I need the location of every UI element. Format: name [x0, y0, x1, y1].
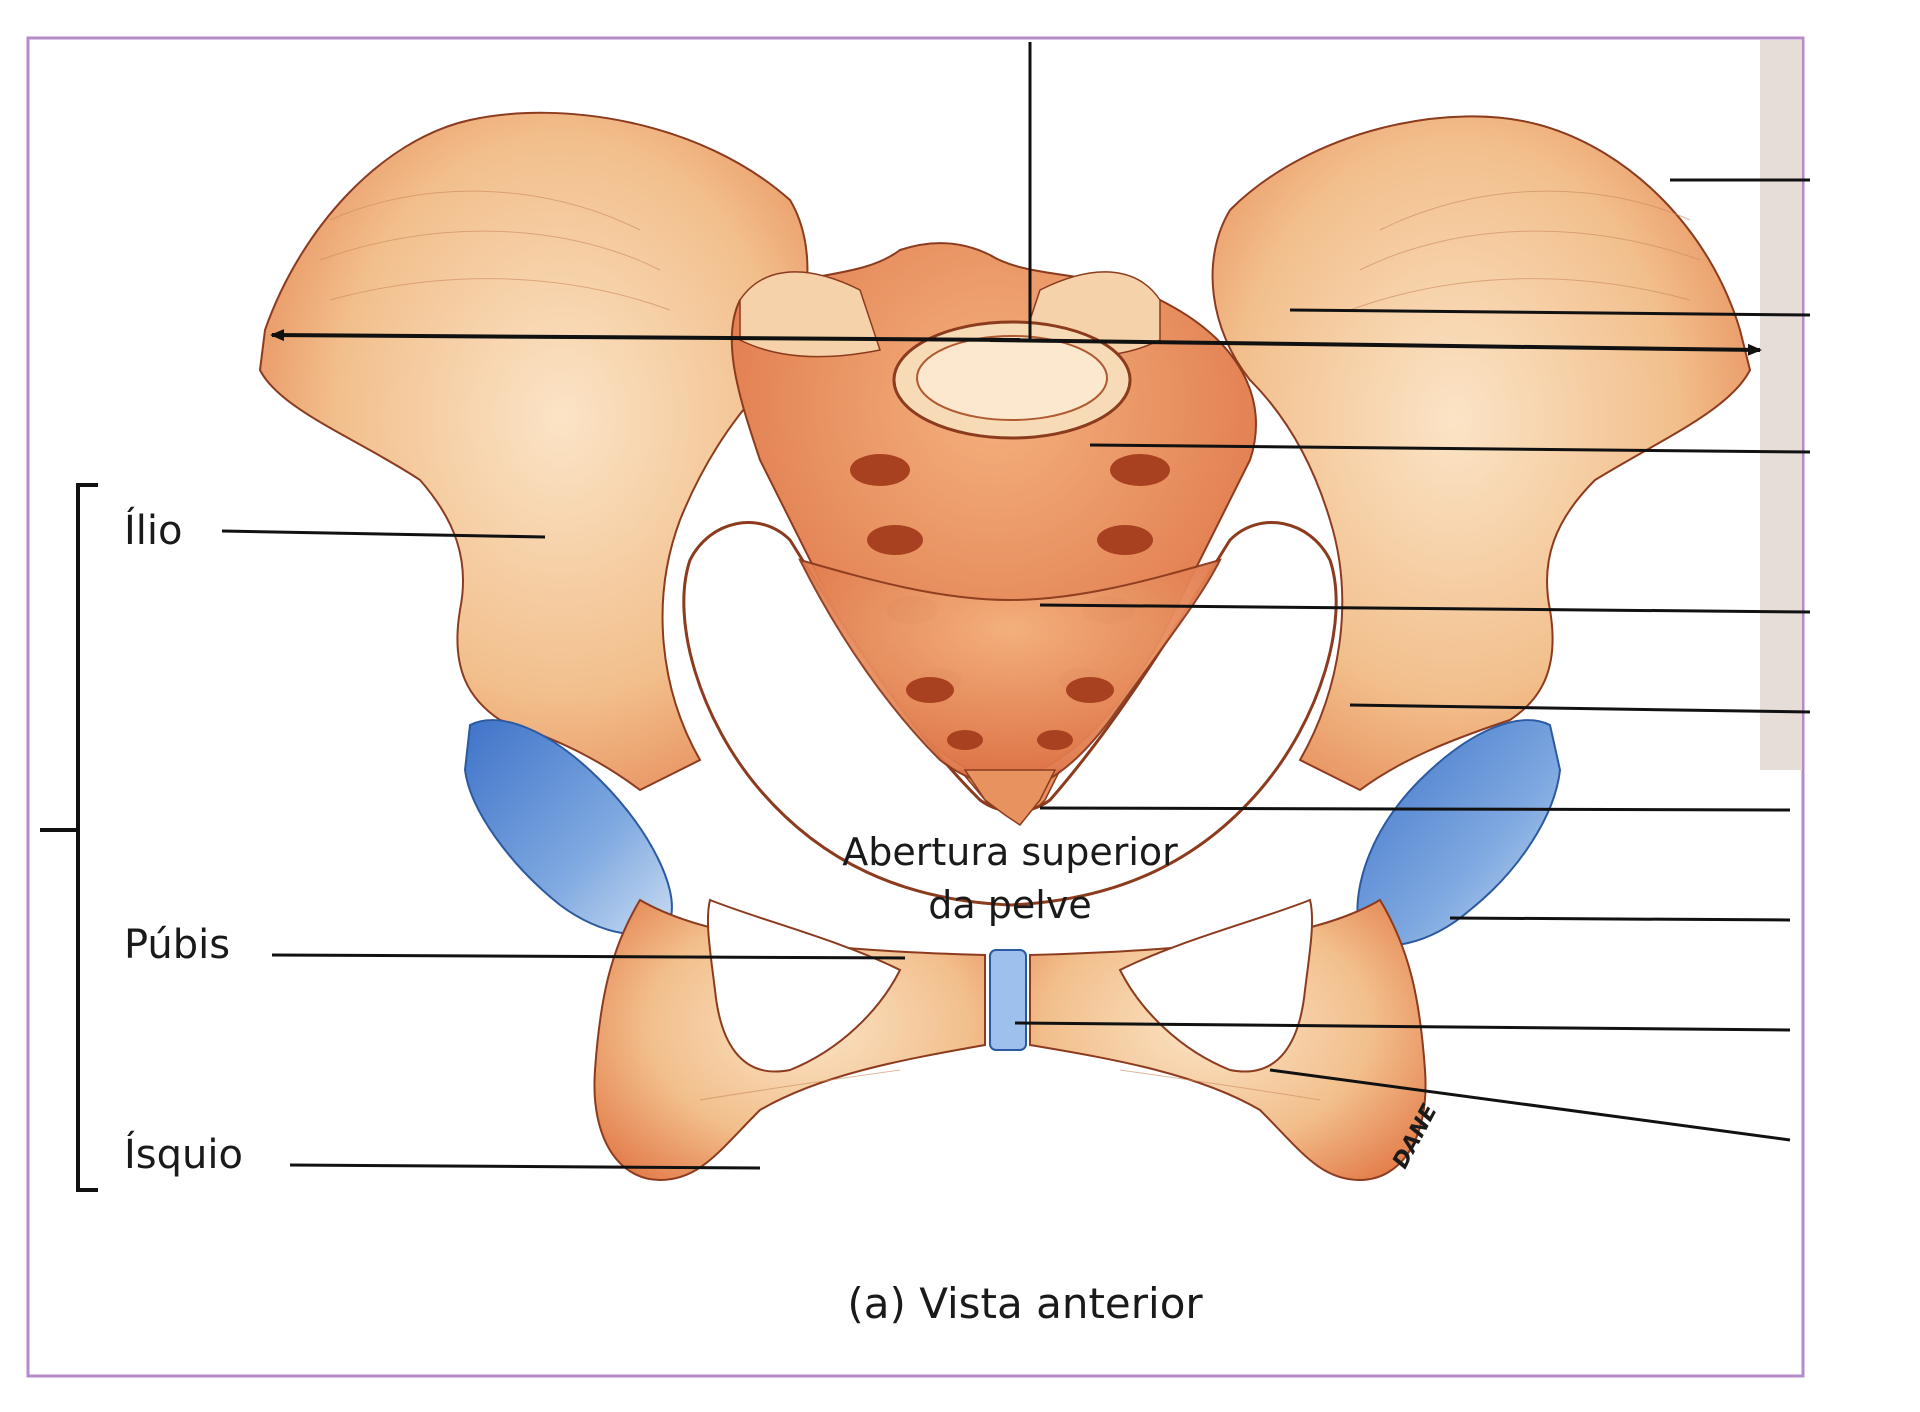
pubic-symphysis	[989, 949, 1027, 1051]
page-edge-shadow	[1760, 40, 1802, 770]
figure-frame	[26, 36, 1805, 1378]
label-inlet-line2: da pelve	[928, 883, 1091, 927]
bone-texture-lines	[319, 190, 1701, 1101]
label-isquio: Ísquio	[124, 1130, 243, 1178]
sacral-ala-left	[739, 271, 881, 358]
sacrum-apex	[798, 558, 1222, 792]
left-bracket	[40, 483, 98, 1192]
left-obturator-foramen	[706, 898, 902, 1073]
label-pubis: Púbis	[124, 922, 230, 968]
left-leader-lines	[221, 529, 906, 1170]
sacral-foramina-lower	[906, 677, 1114, 750]
right-obturator-foramen	[1118, 898, 1314, 1073]
label-ilio: Ílio	[124, 506, 183, 554]
coccyx-tip	[963, 769, 1057, 827]
figure-caption: (a) Vista anterior	[847, 1279, 1203, 1328]
label-inlet-line1: Abertura superior	[842, 830, 1178, 874]
transverse-arrow-left	[270, 329, 1021, 342]
vertebral-body-top	[916, 335, 1108, 421]
right-leader-lines	[1014, 178, 1811, 1142]
transverse-arrow-right	[989, 338, 1762, 356]
left-ilium	[258, 111, 809, 792]
